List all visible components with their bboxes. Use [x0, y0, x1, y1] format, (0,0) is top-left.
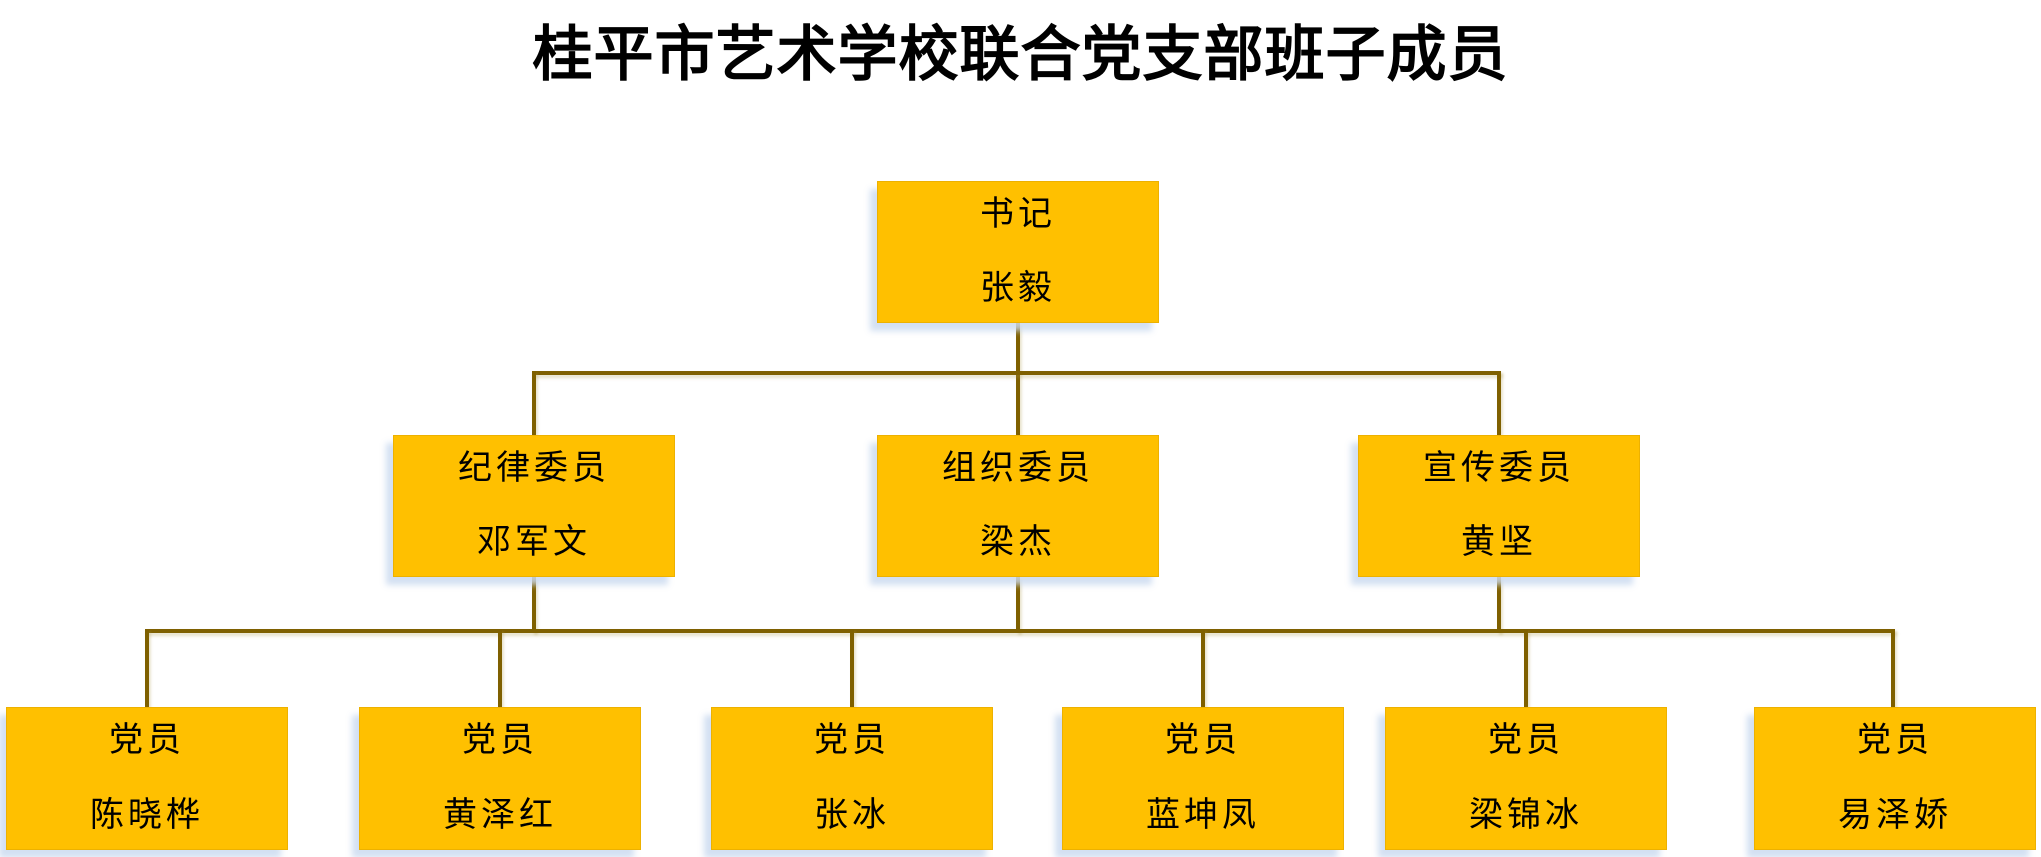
- node-role: 党员: [462, 722, 538, 759]
- connector-drop-member-6: [1891, 629, 1895, 707]
- node-role: 党员: [1488, 722, 1564, 759]
- node-member-5: 党员 梁锦冰: [1385, 707, 1667, 850]
- node-role: 书记: [980, 196, 1056, 233]
- node-name: 蓝坤凤: [1146, 797, 1260, 834]
- node-member-4: 党员 蓝坤凤: [1062, 707, 1344, 850]
- connector-drop-member-1: [145, 629, 149, 707]
- node-name: 梁锦冰: [1469, 797, 1583, 834]
- node-name: 邓军文: [477, 524, 591, 561]
- node-publicity-committee: 宣传委员 黄坚: [1358, 435, 1640, 577]
- connector-stub-publicity: [1497, 577, 1501, 633]
- connector-stub-organization: [1016, 577, 1020, 633]
- node-role: 纪律委员: [458, 450, 610, 487]
- node-organization-committee: 组织委员 梁杰: [877, 435, 1159, 577]
- node-name: 易泽娇: [1838, 797, 1952, 834]
- node-role: 组织委员: [942, 450, 1094, 487]
- node-member-3: 党员 张冰: [711, 707, 993, 850]
- connector-drop-member-4: [1201, 629, 1205, 707]
- node-name: 黄泽红: [443, 797, 557, 834]
- node-role: 宣传委员: [1423, 450, 1575, 487]
- node-name: 张冰: [814, 797, 890, 834]
- node-role: 党员: [814, 722, 890, 759]
- node-role: 党员: [109, 722, 185, 759]
- node-role: 党员: [1857, 722, 1933, 759]
- node-role: 党员: [1165, 722, 1241, 759]
- node-name: 张毅: [980, 270, 1056, 307]
- connector-drop-member-2: [498, 629, 502, 707]
- node-secretary: 书记 张毅: [877, 181, 1159, 323]
- chart-title: 桂平市艺术学校联合党支部班子成员: [532, 21, 1509, 88]
- connector-root-to-level2: [1016, 323, 1020, 435]
- connector-level3-horizontal: [145, 629, 1895, 633]
- connector-drop-member-5: [1524, 629, 1528, 707]
- connector-drop-member-3: [850, 629, 854, 707]
- node-name: 陈晓桦: [90, 797, 204, 834]
- connector-drop-publicity: [1497, 371, 1501, 435]
- connector-stub-discipline: [532, 577, 536, 633]
- node-member-1: 党员 陈晓桦: [6, 707, 288, 850]
- connector-drop-discipline: [532, 371, 536, 435]
- node-discipline-committee: 纪律委员 邓军文: [393, 435, 675, 577]
- node-name: 黄坚: [1461, 524, 1537, 561]
- node-member-6: 党员 易泽娇: [1754, 707, 2036, 850]
- connector-level2-horizontal: [532, 371, 1501, 375]
- node-name: 梁杰: [980, 524, 1056, 561]
- node-member-2: 党员 黄泽红: [359, 707, 641, 850]
